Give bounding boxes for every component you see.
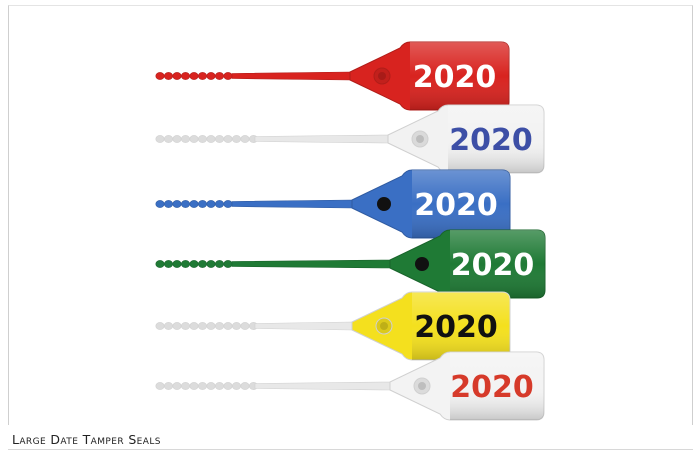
tamper-seal-4: 2020 bbox=[155, 229, 546, 299]
seal-year-label: 2020 bbox=[414, 310, 498, 345]
tamper-seals-photo: 2020 2020 2020 2020 2020 2020 bbox=[155, 41, 546, 421]
tamper-seal-2: 2020 bbox=[155, 104, 545, 174]
seal-year-label: 2020 bbox=[449, 123, 533, 158]
seal-year-label: 2020 bbox=[450, 370, 534, 405]
tamper-seal-5: 2020 bbox=[155, 291, 511, 361]
image-frame bbox=[8, 5, 693, 425]
seal-year-label: 2020 bbox=[413, 60, 497, 95]
tamper-seal-3: 2020 bbox=[155, 169, 511, 239]
tamper-seal-1: 2020 bbox=[155, 41, 510, 111]
image-caption: Large Date Tamper Seals bbox=[12, 432, 161, 447]
caption-divider bbox=[8, 449, 693, 450]
tamper-seal-6: 2020 bbox=[155, 351, 545, 421]
seal-year-label: 2020 bbox=[451, 248, 535, 283]
seal-year-label: 2020 bbox=[414, 188, 498, 223]
